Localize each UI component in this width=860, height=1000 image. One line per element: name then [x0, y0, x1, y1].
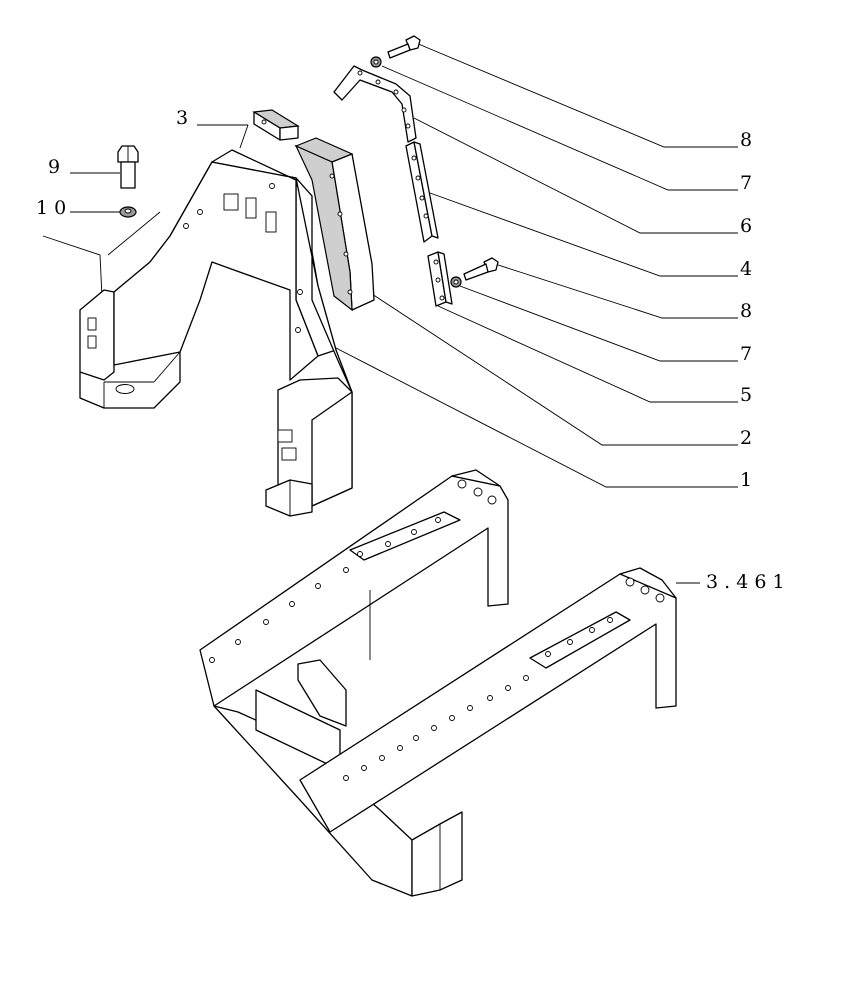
callout-4: 4	[740, 258, 752, 280]
chassis-frame-ref-3-461	[199, 469, 677, 897]
washer-part-10	[119, 206, 137, 218]
callout-3: 3	[176, 107, 188, 129]
plate-part-5	[427, 251, 453, 307]
callout-8-upper: 8	[740, 129, 752, 151]
bracket-part-3	[252, 109, 300, 141]
washer-part-7-upper	[370, 56, 382, 68]
callout-labels: 3 9 1 0 8 7 6 4 8 7 5 2 1 3 . 4 6 1	[36, 107, 785, 593]
strap-part-6	[333, 65, 417, 143]
callout-5: 5	[740, 384, 752, 406]
washer-part-7-lower	[450, 276, 462, 288]
callout-1: 1	[740, 469, 752, 491]
bolt-part-9	[117, 145, 139, 189]
bolt-part-8-lower	[463, 257, 499, 281]
pad-part-2	[294, 137, 375, 312]
callout-8-lower: 8	[740, 300, 752, 322]
leader-lines	[42, 42, 738, 584]
bolt-part-8-upper	[387, 35, 421, 59]
strap-part-4	[405, 141, 439, 243]
callout-6: 6	[740, 215, 752, 237]
callout-10: 1 0	[36, 197, 66, 219]
callout-7-upper: 7	[740, 172, 752, 194]
callout-7-lower: 7	[740, 343, 752, 365]
support-frame-part-1	[79, 149, 353, 517]
callout-9: 9	[48, 156, 60, 178]
callout-2: 2	[740, 427, 752, 449]
callout-reference-3-461: 3 . 4 6 1	[706, 571, 785, 593]
